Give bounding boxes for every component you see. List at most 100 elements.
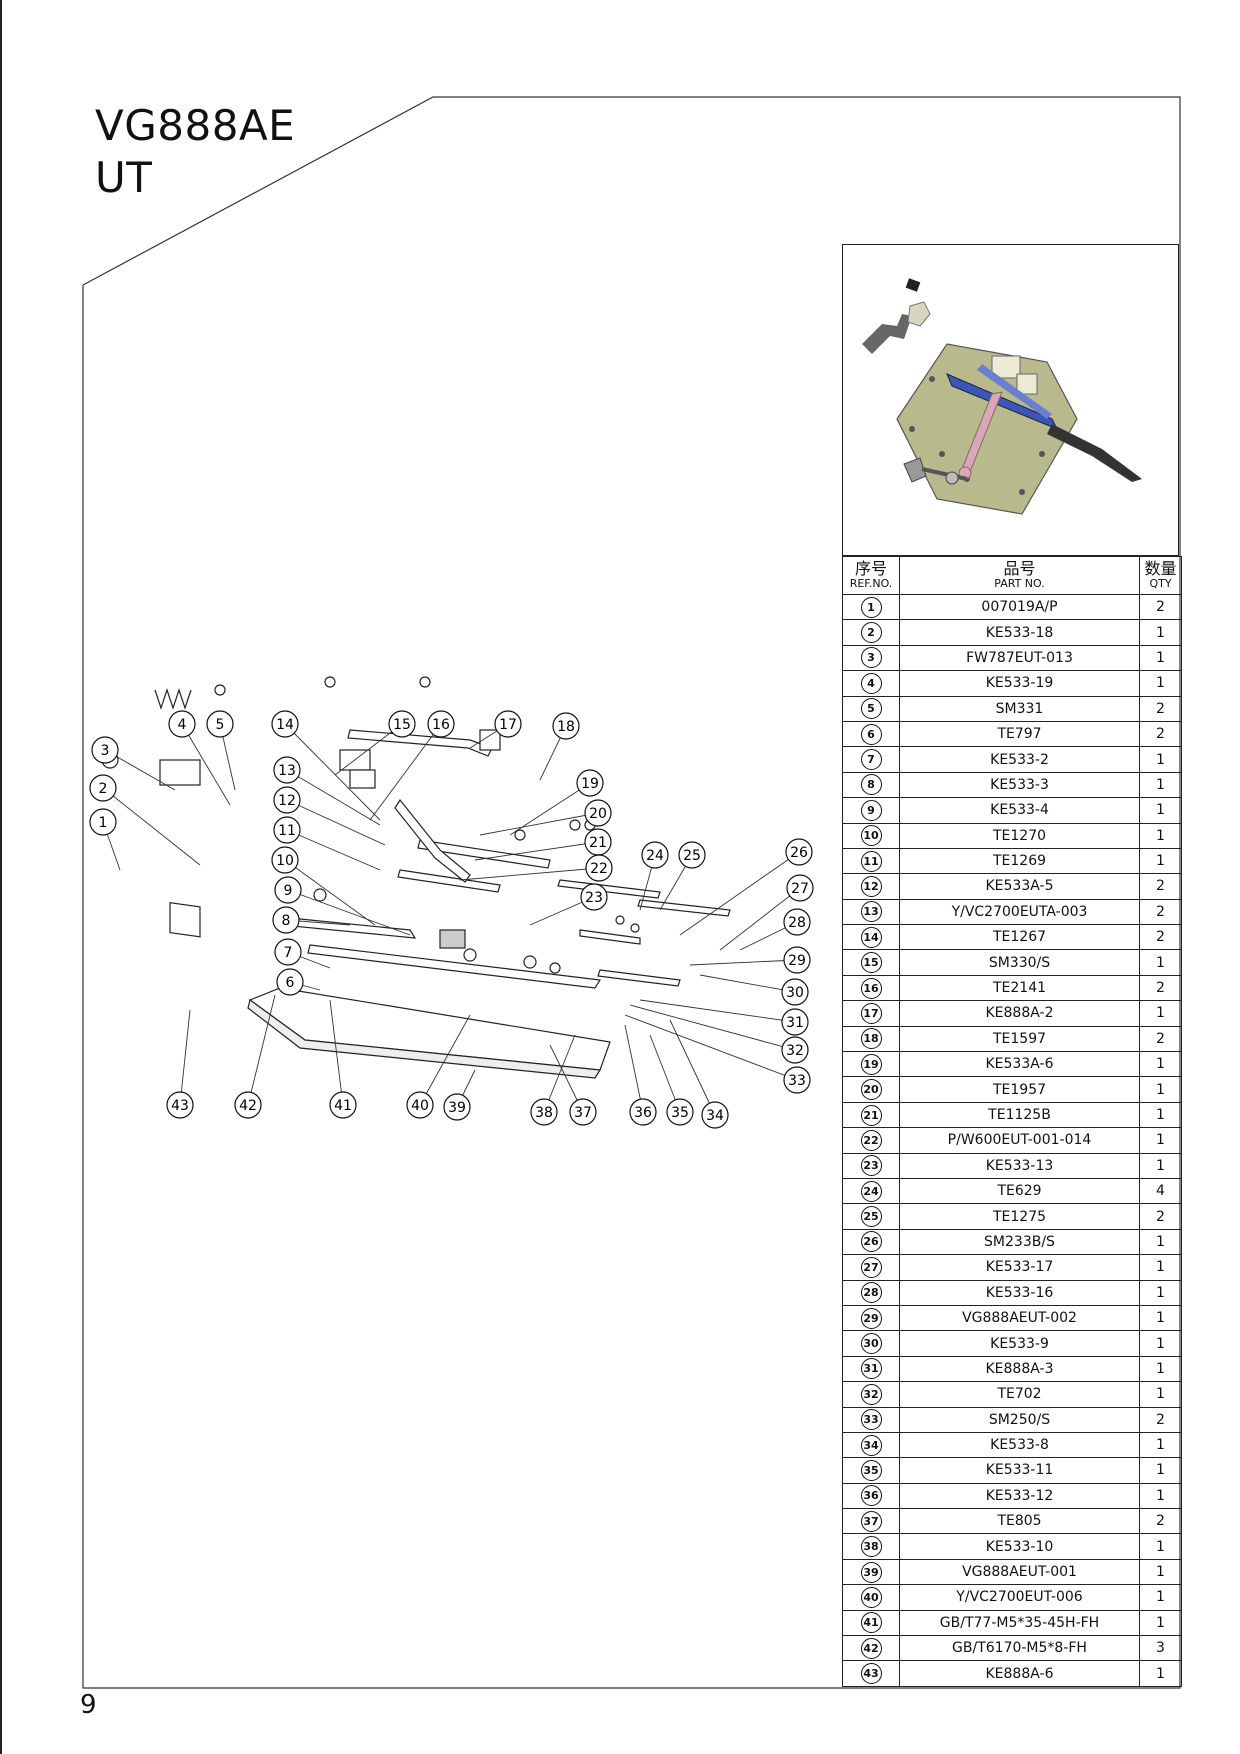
qty-cell: 1 bbox=[1139, 1254, 1182, 1281]
callout-number: 16 bbox=[432, 717, 450, 733]
callout-circle bbox=[494, 710, 522, 738]
leader-line bbox=[649, 1034, 681, 1113]
ref-no-cell: 19 bbox=[842, 1051, 900, 1078]
part-no-cell: KE533-16 bbox=[899, 1279, 1140, 1306]
ref-no-cell: 10 bbox=[842, 822, 900, 849]
callout-circle bbox=[89, 808, 117, 836]
callout-number: 26 bbox=[790, 845, 808, 861]
part-no-cell: 007019A/P bbox=[899, 593, 1140, 621]
part-no-cell: KE533-2 bbox=[899, 746, 1140, 773]
part-no-cell: KE533-9 bbox=[899, 1330, 1140, 1357]
ref-no-cell: 18 bbox=[842, 1025, 900, 1053]
qty-cell: 1 bbox=[1139, 1584, 1182, 1611]
callout-number: 37 bbox=[574, 1105, 592, 1121]
part-no-cell: TE1597 bbox=[899, 1025, 1140, 1053]
callout-number: 9 bbox=[284, 883, 293, 899]
ref-number-badge: 34 bbox=[860, 1434, 882, 1456]
ref-number-badge: 18 bbox=[860, 1028, 882, 1050]
part-no-cell: TE702 bbox=[899, 1381, 1140, 1408]
leader-line bbox=[286, 829, 381, 871]
ref-no-cell: 41 bbox=[842, 1609, 900, 1637]
header-part-en: PART NO. bbox=[994, 576, 1045, 590]
ref-number-badge: 20 bbox=[860, 1079, 882, 1101]
qty-cell: 1 bbox=[1139, 1660, 1182, 1687]
leader-line bbox=[639, 999, 796, 1023]
leader-line bbox=[334, 723, 403, 776]
callout-circle bbox=[786, 874, 814, 902]
ref-number-badge: 36 bbox=[860, 1485, 882, 1507]
part-no-cell: TE805 bbox=[899, 1508, 1140, 1535]
part-no-cell: TE1125B bbox=[899, 1101, 1140, 1129]
diagram-callout: 2 bbox=[89, 774, 117, 802]
part-no-cell: SM250/S bbox=[899, 1406, 1140, 1433]
ref-no-cell: 40 bbox=[842, 1584, 900, 1611]
ref-no-cell: 21 bbox=[842, 1101, 900, 1129]
part-no-cell: KE533-17 bbox=[899, 1254, 1140, 1281]
diagram-callout: 37 bbox=[569, 1098, 597, 1126]
callout-number: 29 bbox=[788, 953, 806, 969]
callout-number: 12 bbox=[278, 793, 296, 809]
model-title-line1: VG888AE bbox=[95, 101, 296, 150]
callout-circle bbox=[678, 841, 706, 869]
diagram-callout: 35 bbox=[666, 1098, 694, 1126]
diagram-callout: 20 bbox=[584, 799, 612, 827]
ref-no-cell: 29 bbox=[842, 1304, 900, 1332]
ref-no-cell: 11 bbox=[842, 847, 900, 875]
diagram-callout: 9 bbox=[274, 876, 302, 904]
ref-number-badge: 37 bbox=[860, 1510, 882, 1532]
part-no-cell: GB/T77-M5*35-45H-FH bbox=[899, 1609, 1140, 1637]
ref-number-badge: 4 bbox=[860, 672, 882, 694]
ref-number-badge: 7 bbox=[860, 749, 882, 771]
diagram-callout: 28 bbox=[783, 908, 811, 936]
qty-cell: 1 bbox=[1139, 1051, 1182, 1078]
ref-no-cell: 4 bbox=[842, 670, 900, 697]
ref-number-badge: 17 bbox=[860, 1002, 882, 1024]
leader-line bbox=[474, 841, 599, 861]
ref-number-badge: 27 bbox=[860, 1256, 882, 1278]
ref-no-cell: 32 bbox=[842, 1381, 900, 1408]
part-no-cell: KE533-19 bbox=[899, 670, 1140, 697]
qty-cell: 2 bbox=[1139, 873, 1182, 900]
ref-number-badge: 28 bbox=[860, 1282, 882, 1304]
diagram-callout: 14 bbox=[271, 710, 299, 738]
ref-no-cell: 13 bbox=[842, 898, 900, 926]
qty-cell: 2 bbox=[1139, 898, 1182, 926]
part-no-cell: KE533A-5 bbox=[899, 873, 1140, 900]
ref-number-badge: 24 bbox=[860, 1180, 882, 1202]
ref-number-badge: 13 bbox=[860, 901, 882, 923]
part-no-cell: GB/T6170-M5*8-FH bbox=[899, 1635, 1140, 1662]
diagram-callout: 24 bbox=[641, 841, 669, 869]
callout-number: 6 bbox=[286, 975, 295, 991]
callout-circle bbox=[785, 838, 813, 866]
ref-no-cell: 1 bbox=[842, 593, 900, 621]
diagram-callout: 6 bbox=[276, 968, 304, 996]
callout-circle bbox=[701, 1101, 729, 1129]
ref-number-badge: 10 bbox=[860, 825, 882, 847]
qty-cell: 1 bbox=[1139, 746, 1182, 773]
callout-circle bbox=[530, 1098, 558, 1126]
assembly-photo bbox=[842, 244, 1179, 556]
part-no-cell: KE888A-2 bbox=[899, 1000, 1140, 1027]
callout-circle bbox=[168, 710, 196, 738]
part-no-cell: KE533-3 bbox=[899, 771, 1140, 799]
part-no-cell: TE1270 bbox=[899, 822, 1140, 849]
ref-no-cell: 16 bbox=[842, 974, 900, 1002]
ref-number-badge: 42 bbox=[860, 1637, 882, 1659]
callout-circle bbox=[783, 908, 811, 936]
leader-line bbox=[624, 1014, 798, 1081]
ref-number-badge: 2 bbox=[860, 622, 882, 644]
ref-number-badge: 12 bbox=[860, 875, 882, 897]
ref-number-badge: 33 bbox=[860, 1409, 882, 1431]
diagram-callout: 10 bbox=[271, 846, 299, 874]
callout-circle bbox=[273, 816, 301, 844]
diagram-callout: 32 bbox=[781, 1036, 809, 1064]
